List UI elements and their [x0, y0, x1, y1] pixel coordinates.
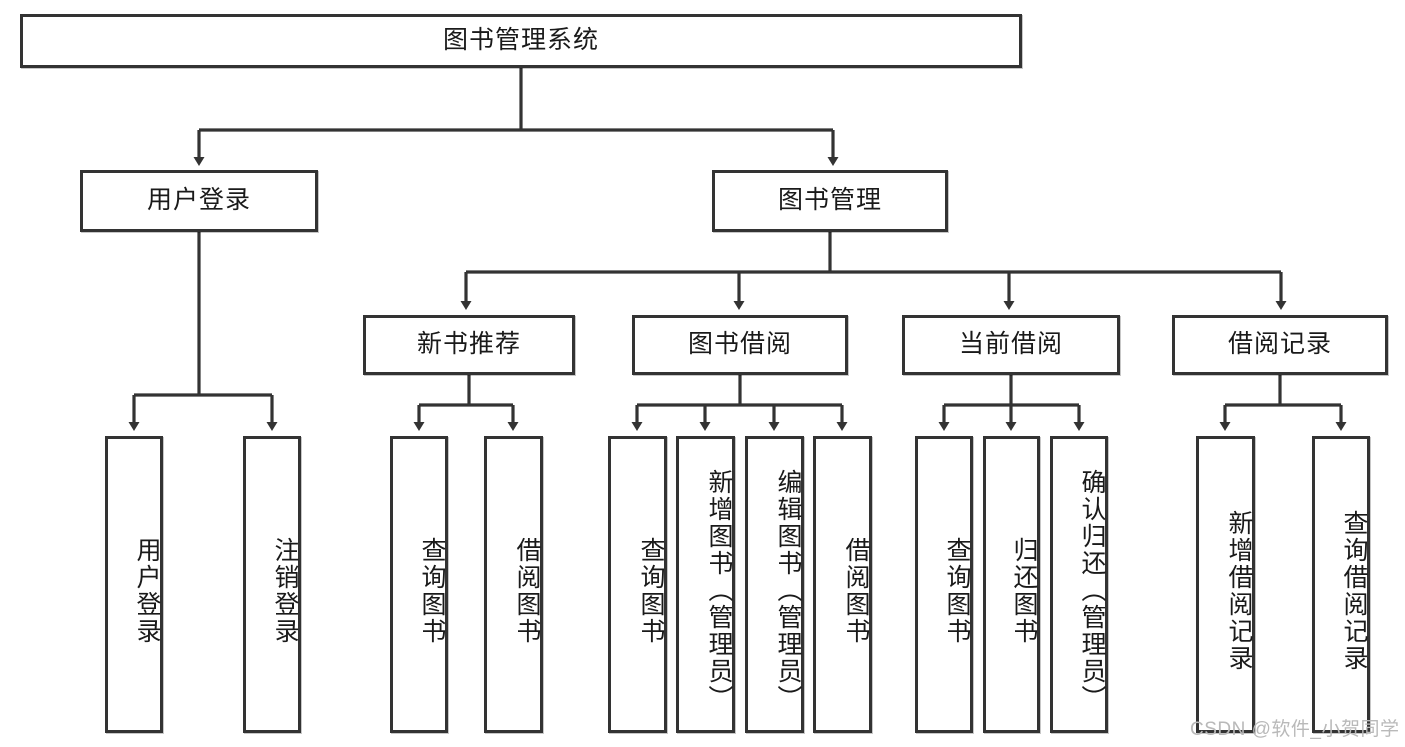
node-leaf-confirm-return-admin[interactable]: 确认归还（管理员） — [1050, 436, 1108, 733]
node-leaf-query-book-current[interactable]: 查询图书 — [915, 436, 973, 733]
node-level1-user-login[interactable]: 用户登录 — [80, 170, 318, 232]
node-level2-book-borrow[interactable]: 图书借阅 — [632, 315, 848, 375]
node-level2-borrow-record[interactable]: 借阅记录 — [1172, 315, 1388, 375]
node-leaf-user-login[interactable]: 用户登录 — [105, 436, 163, 733]
node-leaf-query-borrow-record[interactable]: 查询借阅记录 — [1312, 436, 1370, 733]
node-leaf-query-book-borrow[interactable]: 查询图书 — [608, 436, 667, 733]
csdn-watermark: CSDN @软件_小贺同学 — [1190, 719, 1400, 740]
node-level1-book-management[interactable]: 图书管理 — [712, 170, 948, 232]
node-leaf-borrow-book-recommend[interactable]: 借阅图书 — [484, 436, 543, 733]
node-root[interactable]: 图书管理系统 — [20, 14, 1022, 68]
node-leaf-logout[interactable]: 注销登录 — [243, 436, 301, 733]
node-leaf-borrow-book[interactable]: 借阅图书 — [813, 436, 872, 733]
node-leaf-edit-book-admin[interactable]: 编辑图书（管理员） — [745, 436, 804, 733]
node-leaf-query-book-recommend[interactable]: 查询图书 — [390, 436, 448, 733]
node-leaf-return-book[interactable]: 归还图书 — [983, 436, 1040, 733]
node-level2-current-borrow[interactable]: 当前借阅 — [902, 315, 1120, 375]
node-level2-new-book-recommend[interactable]: 新书推荐 — [363, 315, 575, 375]
node-leaf-add-borrow-record[interactable]: 新增借阅记录 — [1196, 436, 1255, 733]
node-leaf-add-book-admin[interactable]: 新增图书（管理员） — [676, 436, 735, 733]
